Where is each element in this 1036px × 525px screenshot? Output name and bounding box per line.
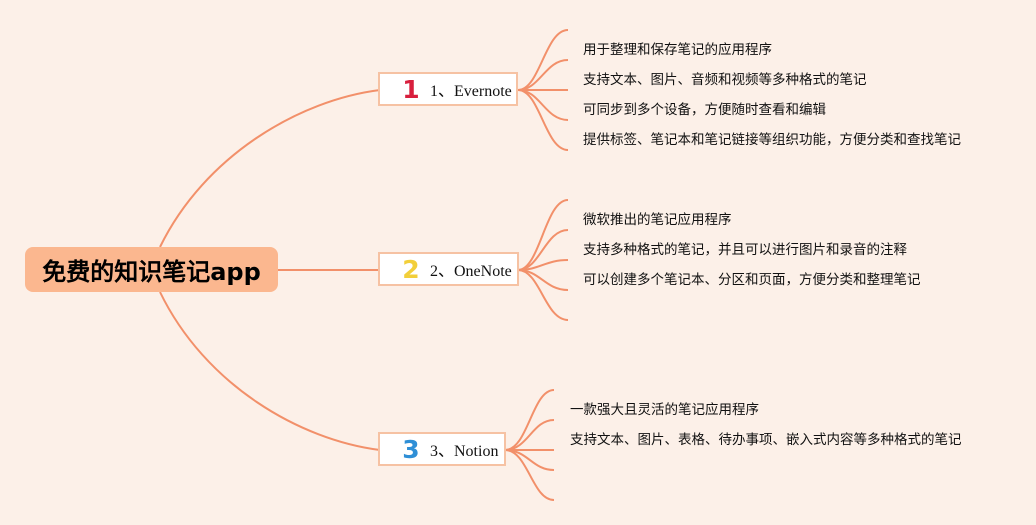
branch-notion[interactable]: 3 3、Notion — [378, 432, 506, 466]
leaf-evernote-1[interactable]: 用于整理和保存笔记的应用程序 — [583, 42, 772, 58]
fan-notion — [504, 389, 555, 501]
leaf-onenote-3[interactable]: 可以创建多个笔记本、分区和页面，方便分类和整理笔记 — [583, 272, 921, 288]
leaf-evernote-4[interactable]: 提供标签、笔记本和笔记链接等组织功能，方便分类和查找笔记 — [583, 132, 961, 148]
link-root-notion — [159, 291, 381, 451]
branch-notion-label: 3、Notion — [430, 443, 499, 460]
leaf-onenote-1[interactable]: 微软推出的笔记应用程序 — [583, 212, 732, 228]
number-three-icon: 3 — [402, 434, 420, 464]
leaf-notion-2[interactable]: 支持文本、图片、表格、待办事项、嵌入式内容等多种格式的笔记 — [570, 432, 962, 448]
link-root-evernote — [159, 89, 381, 248]
root-topic-label: 免费的知识笔记app — [42, 258, 261, 286]
leaf-notion-1[interactable]: 一款强大且灵活的笔记应用程序 — [570, 402, 759, 418]
branch-evernote-label: 1、Evernote — [430, 83, 512, 100]
leaf-evernote-3[interactable]: 可同步到多个设备，方便随时查看和编辑 — [583, 102, 826, 118]
branch-onenote-label: 2、OneNote — [430, 263, 512, 280]
leaf-onenote-2[interactable]: 支持多种格式的笔记，并且可以进行图片和录音的注释 — [583, 242, 907, 258]
root-topic[interactable]: 免费的知识笔记app — [25, 247, 278, 292]
leaf-evernote-2[interactable]: 支持文本、图片、音频和视频等多种格式的笔记 — [583, 72, 867, 88]
fan-onenote — [517, 199, 569, 321]
branch-onenote[interactable]: 2 2、OneNote — [378, 252, 519, 286]
number-two-icon: 2 — [402, 254, 420, 284]
number-one-icon: 1 — [402, 74, 420, 104]
branch-evernote[interactable]: 1 1、Evernote — [378, 72, 518, 106]
fan-evernote — [517, 29, 569, 151]
